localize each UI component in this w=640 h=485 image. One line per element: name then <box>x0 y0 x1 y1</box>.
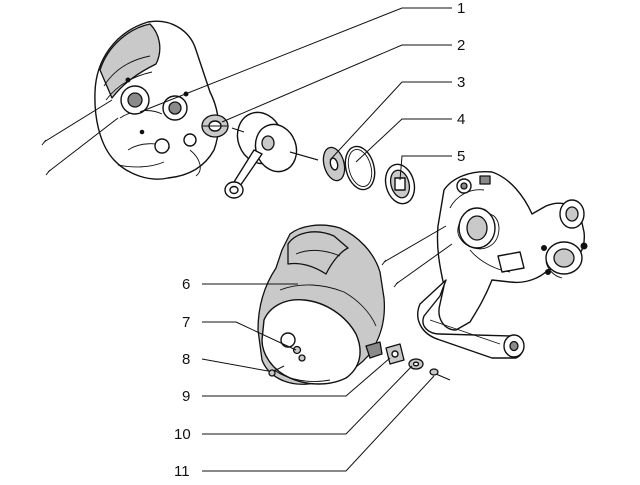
callout-7: 7 <box>182 314 190 331</box>
callout-labels: 1 2 3 4 5 6 7 8 9 10 11 <box>174 0 465 480</box>
callout-1: 1 <box>457 0 465 17</box>
left-crankcase-half <box>41 20 220 180</box>
callout-5: 5 <box>457 148 465 165</box>
callout-6: 6 <box>182 276 190 293</box>
flywheel-cover <box>257 224 386 385</box>
thrust-washer <box>322 146 346 182</box>
main-bearing <box>201 114 229 138</box>
flat-washer <box>408 358 424 370</box>
callout-10: 10 <box>174 426 191 443</box>
right-crankcase-half <box>381 171 588 359</box>
callout-11: 11 <box>174 463 190 480</box>
callout-3: 3 <box>457 74 465 91</box>
cover-screw <box>268 365 285 377</box>
callout-9: 9 <box>182 388 190 405</box>
callout-2: 2 <box>457 37 465 54</box>
crankshaft-assembly <box>224 111 319 199</box>
callout-4: 4 <box>457 111 465 128</box>
leader-lines <box>139 7 452 472</box>
spring-clip <box>385 343 405 365</box>
callout-8: 8 <box>182 351 190 368</box>
oil-seal <box>384 163 416 205</box>
o-ring <box>344 145 376 191</box>
fixing-screw <box>429 368 451 381</box>
